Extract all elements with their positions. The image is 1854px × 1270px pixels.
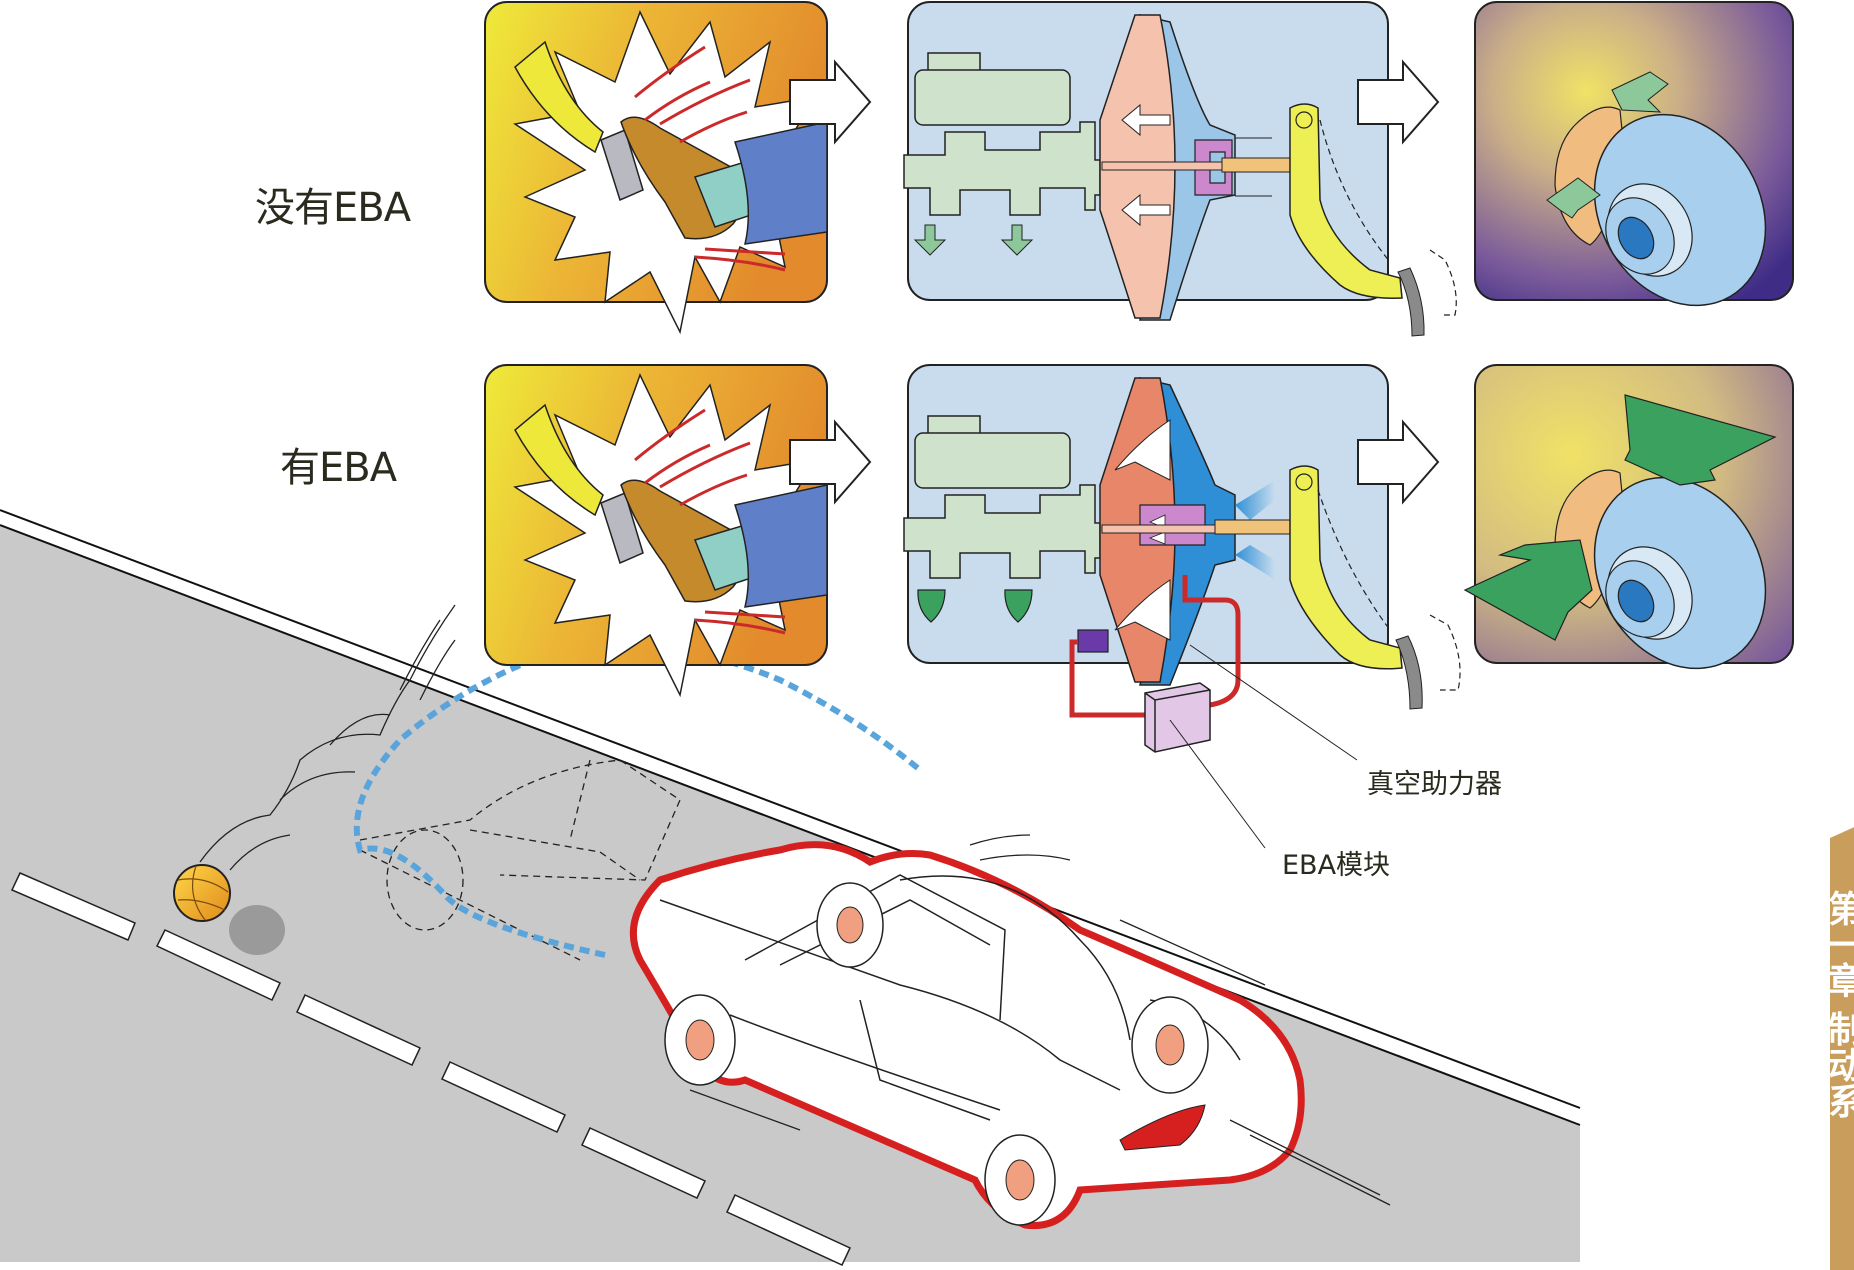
pedal-ghost-position (1317, 489, 1461, 691)
eba-wiring (1069, 575, 1241, 718)
pedal-rod (1214, 519, 1294, 535)
clamp-force-arrow-icon (1546, 71, 1669, 219)
valve-body (1194, 139, 1233, 196)
car-tail-light (1119, 1104, 1206, 1151)
clamp-force-arrow-icon (1463, 394, 1777, 641)
booster-panel-without-eba (903, 1, 1457, 337)
master-cylinder (903, 52, 1101, 216)
disc-panel-with-eba (1463, 364, 1794, 670)
car (629, 834, 1391, 1230)
car-red-outline (629, 841, 1305, 1230)
ball-shadow (229, 905, 285, 955)
row-with-eba (483, 363, 1794, 753)
pedal-pad (1395, 635, 1423, 710)
air-inflow (1235, 480, 1275, 580)
push-arrow-icon (1121, 103, 1171, 227)
car-motion-lines (689, 834, 1391, 1206)
ghost-car-outline (359, 759, 681, 961)
pedal-ghost-position (1319, 119, 1457, 316)
push-rod (1101, 161, 1223, 171)
pedal-pad (1397, 267, 1425, 337)
braking-trajectory (353, 641, 922, 958)
callout-leader-vacuum-booster (1189, 644, 1358, 761)
car-wheel-rear-right (1131, 996, 1209, 1094)
callout-vacuum-booster: 真空助力器 (1367, 769, 1502, 800)
push-rod (1101, 524, 1218, 534)
road-edge-line (0, 524, 1581, 1126)
master-cylinder (903, 415, 1101, 579)
car-wheel-front-left (664, 994, 736, 1086)
ball (173, 864, 231, 922)
pedal-rod (1221, 157, 1293, 173)
brake-fluid-arrow-icon (913, 224, 1034, 256)
brake-fluid-arrow-icon (917, 589, 1033, 623)
road-edge-line (0, 509, 1581, 1109)
ball-bounce-lines (199, 604, 456, 871)
eba-module (1144, 682, 1211, 753)
car-wheel-front-right (816, 882, 884, 968)
ball-group (173, 604, 456, 955)
row-without-eba (483, 0, 1794, 337)
ball-seam (177, 865, 229, 921)
row-label-without-eba: 没有EBA (255, 185, 411, 231)
chapter-side-tab-text: 第一章 制动系 (1830, 890, 1854, 1119)
brake-pedal-arm (1289, 465, 1403, 670)
foot-panel-with-eba (483, 363, 829, 697)
car-wheel-rear-left (984, 1134, 1056, 1226)
callout-leader-eba-module (1169, 719, 1266, 849)
foot-panel-without-eba (483, 0, 829, 334)
brake-pedal-arm (1289, 103, 1403, 299)
eba-solenoid (1077, 629, 1109, 653)
booster-panel-with-eba (903, 364, 1461, 718)
lane-dashes (10, 872, 852, 1266)
disc-panel-without-eba (1474, 1, 1794, 307)
push-arrow-icon (1114, 419, 1171, 641)
callout-eba-module: EBA模块 (1282, 850, 1391, 881)
row-label-with-eba: 有EBA (280, 445, 397, 491)
chapter-side-tab: 第一章 制动系 (1830, 820, 1854, 1270)
